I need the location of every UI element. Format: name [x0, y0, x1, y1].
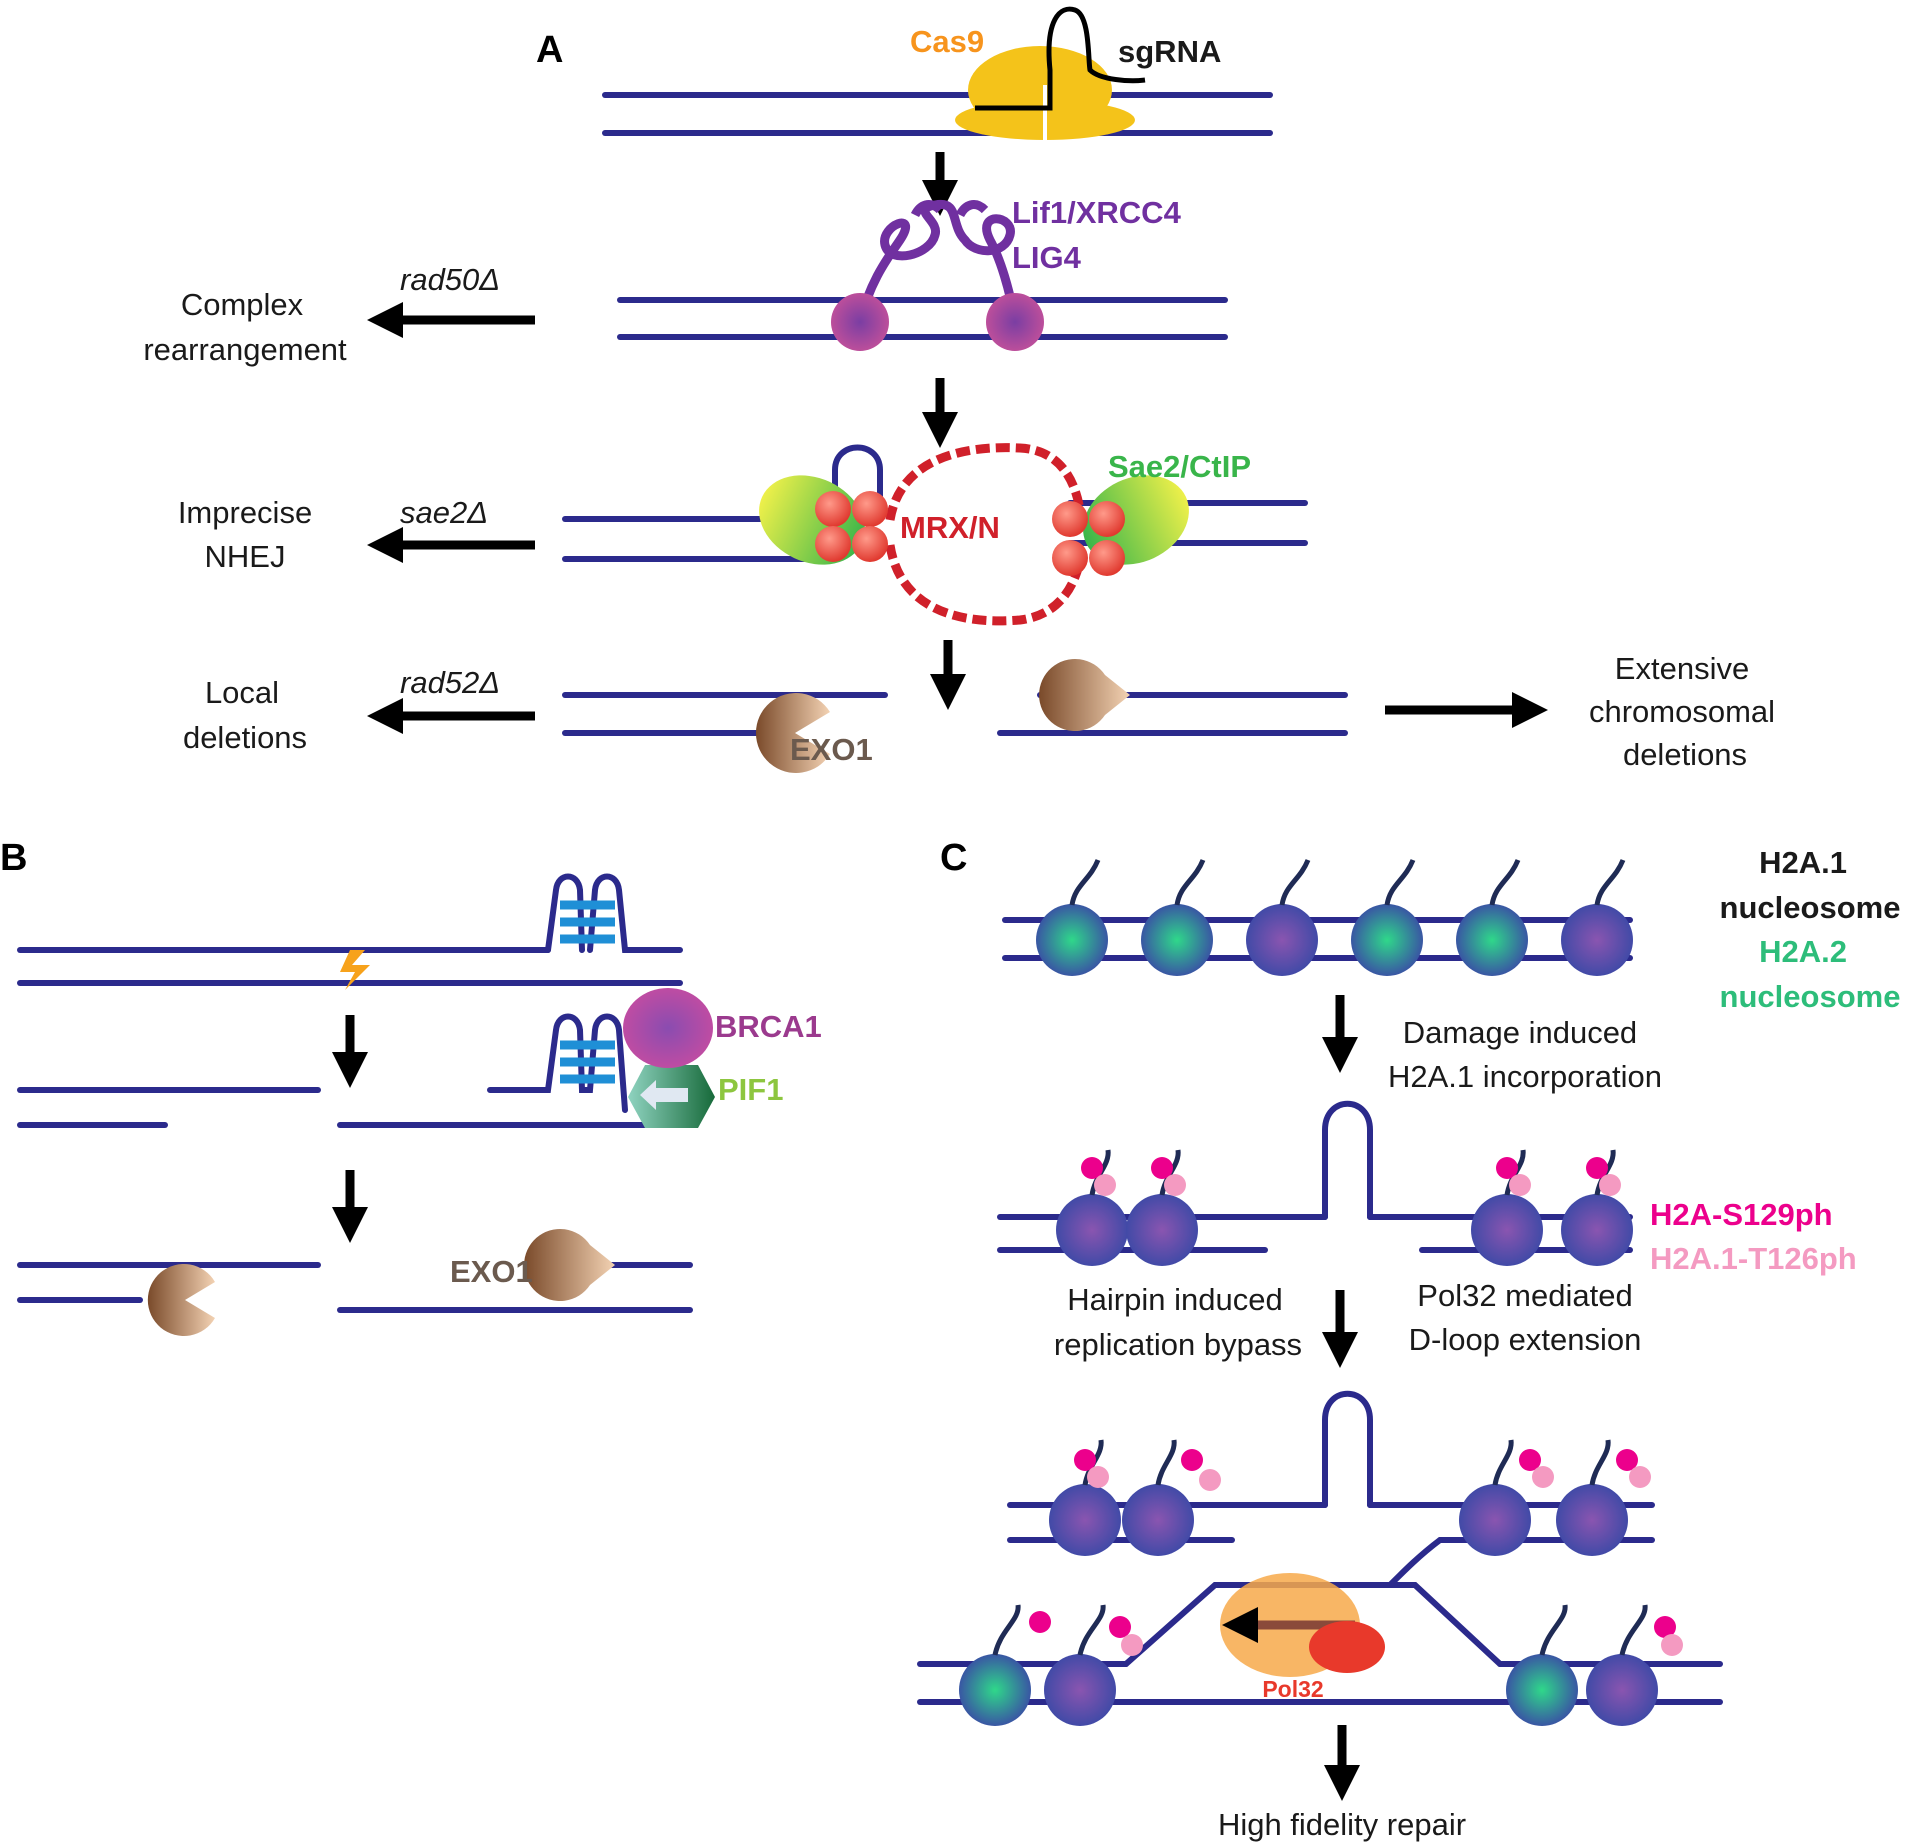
nucleosome-array-4 — [959, 1604, 1683, 1726]
final-outcome-label: High fidelity repair — [1218, 1807, 1466, 1842]
hairpin-c-row3 — [1322, 1390, 1373, 1508]
hairpin-c-row2 — [1322, 1100, 1373, 1220]
c-row1: H2A.1 nucleosome H2A.2 nucleosome — [1002, 845, 1901, 1014]
b-row2: BRCA1 PIF1 — [17, 988, 822, 1128]
b-row1 — [17, 873, 683, 990]
break-icon — [340, 950, 370, 990]
cas9-step: Cas9 sgRNA — [602, 6, 1273, 140]
extensive-line3: deletions — [1623, 737, 1747, 772]
rad50-mutant-label: rad50Δ — [400, 262, 500, 297]
exo1-pacman-b-right — [524, 1229, 615, 1302]
nucleosome-array-2 — [1056, 1149, 1633, 1266]
sgrna-strand — [975, 6, 1146, 111]
c-row3: Pol32 — [917, 1390, 1723, 1726]
legend-h2a1-line2: nucleosome — [1720, 890, 1901, 925]
d-loop-invasion — [1387, 1537, 1443, 1588]
local-line2: deletions — [183, 720, 307, 755]
b-row3: EXO1 — [17, 1229, 693, 1337]
pol32-line2: D-loop extension — [1409, 1322, 1642, 1357]
pol32-line1: Pol32 mediated — [1417, 1278, 1632, 1313]
imprecise-line1: Imprecise — [178, 495, 312, 530]
lif1-xrcc4-label: Lif1/XRCC4 — [1012, 195, 1182, 230]
brca1-protein — [623, 988, 713, 1068]
nucleosome-array-3 — [1049, 1439, 1651, 1556]
mrx-label: MRX/N — [900, 510, 1000, 545]
ku-left — [831, 293, 889, 351]
legend-h2a2-line2: nucleosome — [1720, 979, 1901, 1014]
hairpin-line1: Hairpin induced — [1067, 1282, 1282, 1317]
mrx-coil-bottom — [885, 544, 1085, 626]
damage-line1: Damage induced — [1403, 1015, 1637, 1050]
g4-hairpin-2 — [487, 1013, 628, 1113]
c-row2: H2A-S129ph H2A.1-T126ph — [997, 1100, 1857, 1276]
hairpin-line2: replication bypass — [1054, 1327, 1302, 1362]
legend-h2a2-line1: H2A.2 — [1759, 934, 1847, 969]
legend-h2a1-line1: H2A.1 — [1759, 845, 1847, 880]
pif1-arrow-icon — [640, 1080, 688, 1110]
cas9-label: Cas9 — [910, 24, 984, 59]
g4-hairpin-1 — [545, 873, 683, 953]
lig4-label: LIG4 — [1012, 240, 1082, 275]
exo1-step: EXO1 rad52Δ Local deletions Extensive ch… — [183, 651, 1775, 773]
complex-line2: rearrangement — [143, 332, 347, 367]
mrx-coil-top — [885, 443, 1085, 521]
extensive-line1: Extensive — [1615, 651, 1749, 686]
exo1-pacman-right — [1039, 659, 1130, 732]
rad52-mutant-label: rad52Δ — [400, 665, 500, 700]
damage-line2: H2A.1 incorporation — [1388, 1059, 1662, 1094]
exo1-pacman-left — [755, 693, 830, 773]
sgrna-label: sgRNA — [1118, 34, 1221, 69]
exo1-label-b: EXO1 — [450, 1254, 533, 1289]
imprecise-line2: NHEJ — [205, 539, 286, 574]
pol32-protein — [1309, 1621, 1385, 1673]
hairpin-end — [832, 444, 883, 522]
panel-c: C H2A.1 nucleosome H2A.2 nucl — [917, 837, 1901, 1842]
brca1-label: BRCA1 — [715, 1009, 822, 1044]
complex-line1: Complex — [181, 287, 304, 322]
local-line1: Local — [205, 675, 279, 710]
sae2-ctip-label: Sae2/CtIP — [1108, 449, 1251, 484]
nucleosome-array-1 — [1036, 858, 1633, 976]
panel-a: A Cas9 sgRNA Lif1/XRCC4 LIG4 rad50Δ Comp… — [143, 6, 1775, 773]
panel-a-label: A — [536, 29, 563, 71]
ku-right — [986, 293, 1044, 351]
exo1-label-a: EXO1 — [790, 732, 873, 767]
extensive-line2: chromosomal — [1589, 694, 1775, 729]
panel-c-label: C — [940, 837, 967, 879]
s129ph-label: H2A-S129ph — [1650, 1197, 1833, 1232]
panel-b: B BRCA1 PIF1 — [0, 837, 822, 1337]
panel-b-label: B — [0, 837, 27, 879]
ku-lig4-step: Lif1/XRCC4 LIG4 rad50Δ Complex rearrange… — [143, 195, 1228, 367]
pif1-label: PIF1 — [718, 1072, 783, 1107]
sae2-mutant-label: sae2Δ — [400, 495, 488, 530]
mrx-step: MRX/N Sae2/CtIP sae2Δ Imprecise NHEJ — [178, 443, 1308, 626]
lif1-lig4-complex — [855, 199, 1020, 324]
pol32-label: Pol32 — [1262, 1676, 1323, 1702]
t126ph-label: H2A.1-T126ph — [1650, 1241, 1857, 1276]
exo1-pacman-b-left — [147, 1264, 215, 1337]
